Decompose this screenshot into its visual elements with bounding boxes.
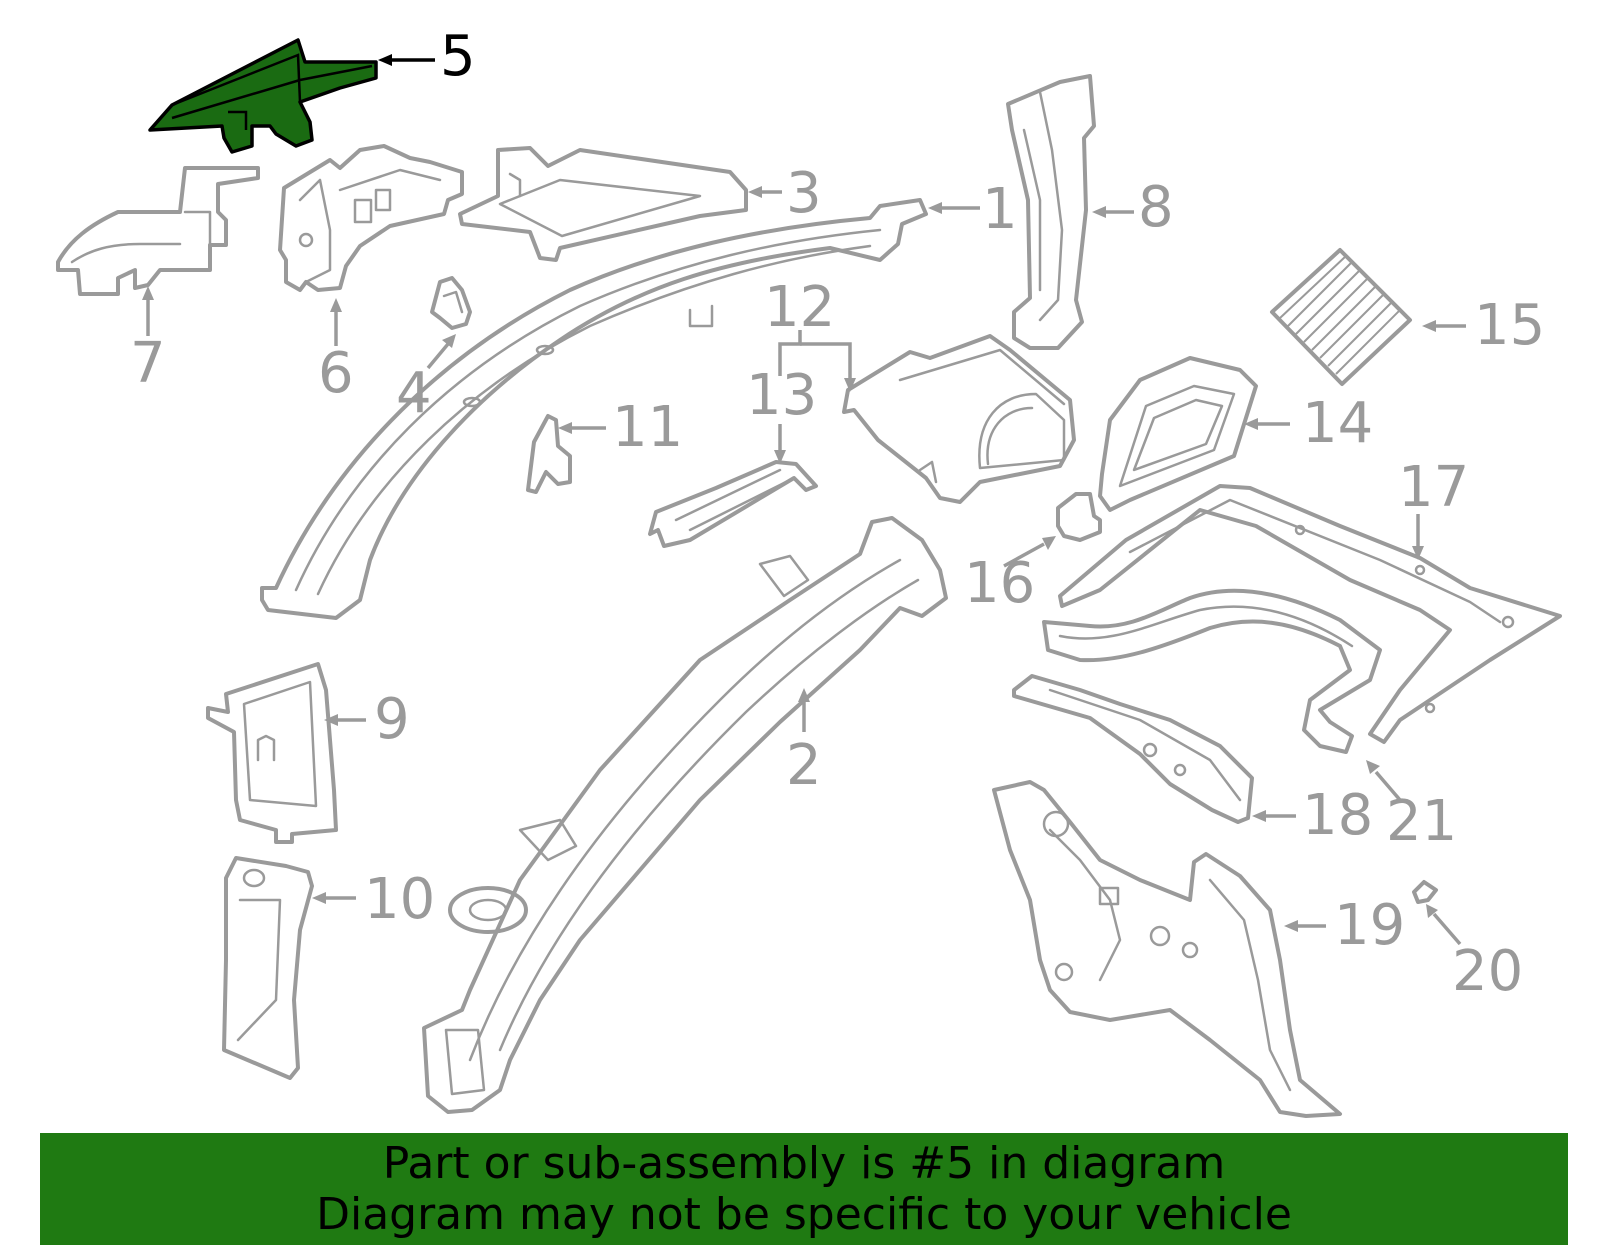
part-13[interactable]: [648, 460, 818, 548]
disclaimer-banner: Part or sub-assembly is #5 in diagram Di…: [40, 1133, 1568, 1245]
callout-2: 2: [786, 733, 822, 798]
callout-3: 3: [786, 161, 822, 226]
callout-5: 5: [440, 24, 476, 89]
callout-9: 9: [374, 687, 410, 752]
callout-16: 16: [964, 551, 1035, 616]
callout-14: 14: [1302, 391, 1373, 456]
part-19[interactable]: [992, 780, 1342, 1118]
callout-1: 1: [982, 177, 1018, 242]
callout-21: 21: [1386, 789, 1457, 854]
callout-18: 18: [1302, 783, 1373, 848]
part-10[interactable]: [222, 856, 314, 1080]
part-20[interactable]: [1412, 880, 1438, 904]
callout-labels: 5 7 6 3 1 8 4 11 12 13 15 14 16 17 9 2 1…: [130, 24, 1545, 1004]
part-21[interactable]: [1042, 588, 1382, 754]
callout-10: 10: [364, 867, 435, 932]
part-11[interactable]: [526, 414, 572, 494]
part-12[interactable]: [842, 334, 1076, 504]
callout-19: 19: [1334, 893, 1405, 958]
part-5-highlighted[interactable]: [148, 38, 378, 154]
part-9[interactable]: [206, 662, 338, 844]
callout-6: 6: [318, 341, 354, 406]
part-7[interactable]: [56, 166, 260, 296]
banner-line-2: Diagram may not be specific to your vehi…: [316, 1189, 1292, 1240]
leader-lines: [142, 54, 1466, 946]
callout-8: 8: [1138, 175, 1174, 240]
callout-20: 20: [1452, 939, 1523, 1004]
callout-7: 7: [130, 331, 166, 396]
part-2[interactable]: [422, 516, 948, 1114]
callout-4: 4: [396, 361, 432, 426]
callout-17: 17: [1398, 455, 1469, 520]
callout-15: 15: [1474, 293, 1545, 358]
banner-line-1: Part or sub-assembly is #5 in diagram: [382, 1138, 1226, 1189]
part-3[interactable]: [458, 146, 748, 262]
part-6[interactable]: [278, 144, 464, 292]
part-16[interactable]: [1056, 492, 1102, 542]
part-8[interactable]: [1006, 74, 1096, 350]
callout-12: 12: [764, 275, 835, 340]
part-15[interactable]: [1270, 248, 1412, 386]
callout-13: 13: [746, 363, 817, 428]
part-17[interactable]: [1058, 484, 1562, 744]
part-18[interactable]: [1012, 674, 1254, 824]
part-14[interactable]: [1098, 356, 1258, 512]
callout-11: 11: [612, 395, 683, 460]
part-4[interactable]: [430, 276, 472, 330]
part-1[interactable]: [260, 198, 928, 620]
